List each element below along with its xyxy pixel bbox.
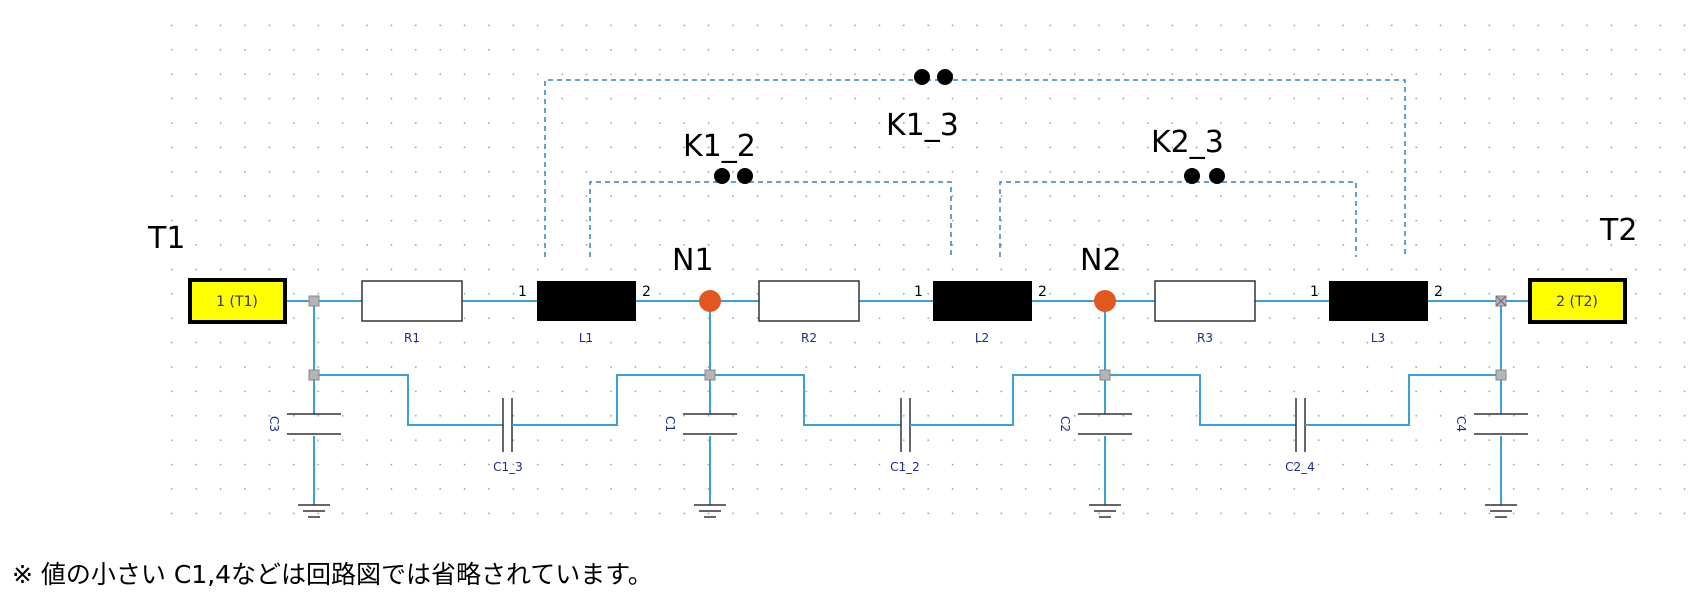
k1-2-dot-right xyxy=(737,168,753,184)
capacitor-c4[interactable] xyxy=(1474,413,1528,435)
l1-pin1: 1 xyxy=(518,284,527,300)
capacitor-c1-3[interactable] xyxy=(490,398,525,452)
label-k1-3: K1_3 xyxy=(886,108,959,143)
k2-3-dot-left xyxy=(1184,168,1200,184)
coupling-k1-3-line xyxy=(544,79,1406,257)
capacitor-c2-4[interactable] xyxy=(1284,398,1318,452)
l3-pin1: 1 xyxy=(1310,284,1319,300)
capacitor-c1-2[interactable] xyxy=(888,398,922,452)
junctions xyxy=(308,295,1507,381)
circuit-schematic: 1 (T1) 2 (T2) xyxy=(147,14,1690,526)
junction-c3 xyxy=(308,369,320,381)
inductor-l1[interactable] xyxy=(537,281,636,321)
label-l3: L3 xyxy=(1371,331,1385,345)
node-n1[interactable] xyxy=(699,290,721,312)
inductor-l3[interactable] xyxy=(1329,281,1428,321)
ground-icon xyxy=(1089,504,1121,518)
footnote: ※ 値の小さい C1,4などは回路図では省略されています。 xyxy=(12,560,653,589)
resistor-r3[interactable] xyxy=(1154,280,1256,322)
capacitor-c2[interactable] xyxy=(1078,413,1132,435)
series-wires xyxy=(287,300,1530,375)
label-k2-3: K2_3 xyxy=(1151,125,1224,160)
coupling-dots xyxy=(714,69,1225,184)
node-n2[interactable] xyxy=(1094,290,1116,312)
coupling-k1-2-line xyxy=(589,181,952,257)
l3-pin2: 2 xyxy=(1434,284,1443,300)
label-l2: L2 xyxy=(975,331,989,345)
junction-c1 xyxy=(704,369,716,381)
label-c1-3: C1_3 xyxy=(493,460,523,474)
terminal-t2[interactable]: 2 (T2) xyxy=(1528,278,1627,324)
l2-pin1: 1 xyxy=(914,284,923,300)
label-n1: N1 xyxy=(672,243,714,278)
label-t1: T1 xyxy=(147,221,185,256)
label-c2-4: C2_4 xyxy=(1285,460,1315,474)
k1-3-dot-right xyxy=(937,69,953,85)
ground-icon xyxy=(1485,504,1517,518)
k1-3-dot-left xyxy=(914,69,930,85)
label-c2: C2 xyxy=(1058,416,1072,432)
junction-c4 xyxy=(1495,369,1507,381)
label-n2: N2 xyxy=(1080,243,1122,278)
label-c1-2: C1_2 xyxy=(890,460,920,474)
capacitor-c1[interactable] xyxy=(683,413,737,435)
coupling-k2-3-line xyxy=(999,181,1357,257)
grid-background xyxy=(150,14,1690,526)
terminal-t1-text: 1 (T1) xyxy=(216,294,258,310)
k1-2-dot-left xyxy=(714,168,730,184)
label-c4: C4 xyxy=(1454,416,1468,432)
l1-pin2: 2 xyxy=(642,284,651,300)
k2-3-dot-right xyxy=(1209,168,1225,184)
label-k1-2: K1_2 xyxy=(683,129,756,164)
l2-pin2: 2 xyxy=(1038,284,1047,300)
label-t2: T2 xyxy=(1599,213,1637,248)
resistor-r2[interactable] xyxy=(758,280,860,322)
coupling-lines xyxy=(544,79,1406,257)
junction-t1 xyxy=(308,295,320,307)
capacitor-wires xyxy=(313,374,1502,505)
terminal-t2-text: 2 (T2) xyxy=(1556,294,1598,310)
resistor-r1[interactable] xyxy=(361,280,463,322)
label-r2: R2 xyxy=(801,331,817,345)
ground-icon xyxy=(694,504,726,518)
label-r3: R3 xyxy=(1197,331,1213,345)
ground-icon xyxy=(298,504,330,518)
label-r1: R1 xyxy=(404,331,420,345)
terminal-t1[interactable]: 1 (T1) xyxy=(188,278,287,324)
inductor-l2[interactable] xyxy=(933,281,1032,321)
junction-c2 xyxy=(1099,369,1111,381)
label-c3: C3 xyxy=(267,416,281,432)
label-c1: C1 xyxy=(663,416,677,432)
label-l1: L1 xyxy=(579,331,593,345)
capacitor-c3[interactable] xyxy=(287,413,341,435)
